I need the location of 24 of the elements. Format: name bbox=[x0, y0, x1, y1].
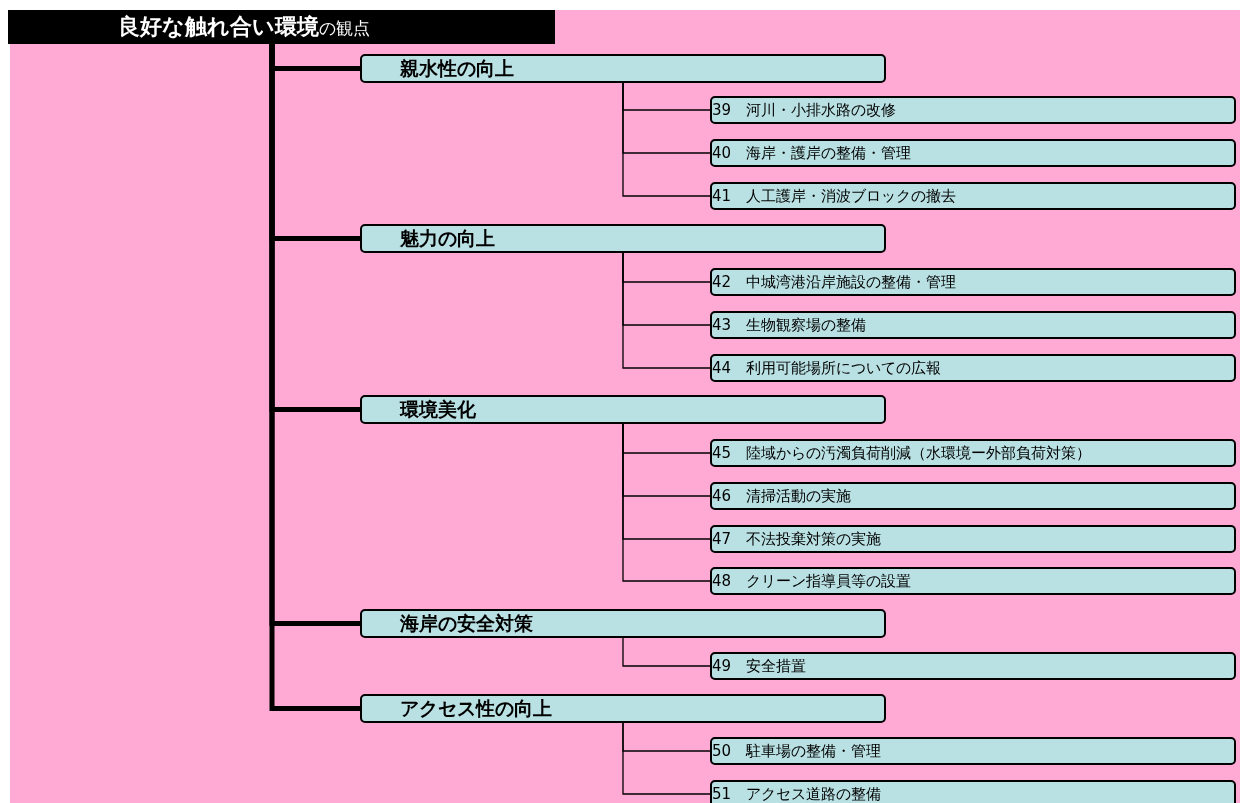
measure-box: 39 河川・小排水路の改修 bbox=[710, 96, 1236, 124]
measure-box: 45 陸域からの汚濁負荷削減（水環境ー外部負荷対策） bbox=[710, 439, 1236, 467]
connector-line bbox=[622, 637, 711, 667]
title-banner: 良好な触れ合い環境の観点 bbox=[8, 10, 555, 44]
connector-line bbox=[622, 423, 711, 582]
measure-box: 40 海岸・護岸の整備・管理 bbox=[710, 139, 1236, 167]
measure-box: 51 アクセス道路の整備 bbox=[710, 780, 1236, 803]
category-box: 親水性の向上 bbox=[360, 54, 886, 83]
category-box: 海岸の安全対策 bbox=[360, 609, 886, 638]
connector-line bbox=[622, 252, 711, 369]
measure-box: 47 不法投棄対策の実施 bbox=[710, 525, 1236, 553]
measure-box: 42 中城湾港沿岸施設の整備・管理 bbox=[710, 268, 1236, 296]
measure-box: 43 生物観察場の整備 bbox=[710, 311, 1236, 339]
connector-line bbox=[622, 722, 711, 795]
measure-box: 46 清掃活動の実施 bbox=[710, 482, 1236, 510]
category-box: 魅力の向上 bbox=[360, 224, 886, 253]
measure-box: 49 安全措置 bbox=[710, 652, 1236, 680]
category-box: 環境美化 bbox=[360, 395, 886, 424]
measure-box: 41 人工護岸・消波ブロックの撤去 bbox=[710, 182, 1236, 210]
connector-line bbox=[622, 82, 711, 197]
measure-box: 44 利用可能場所についての広報 bbox=[710, 354, 1236, 382]
measure-box: 50 駐車場の整備・管理 bbox=[710, 737, 1236, 765]
category-box: アクセス性の向上 bbox=[360, 694, 886, 723]
measure-box: 48 クリーン指導員等の設置 bbox=[710, 567, 1236, 595]
